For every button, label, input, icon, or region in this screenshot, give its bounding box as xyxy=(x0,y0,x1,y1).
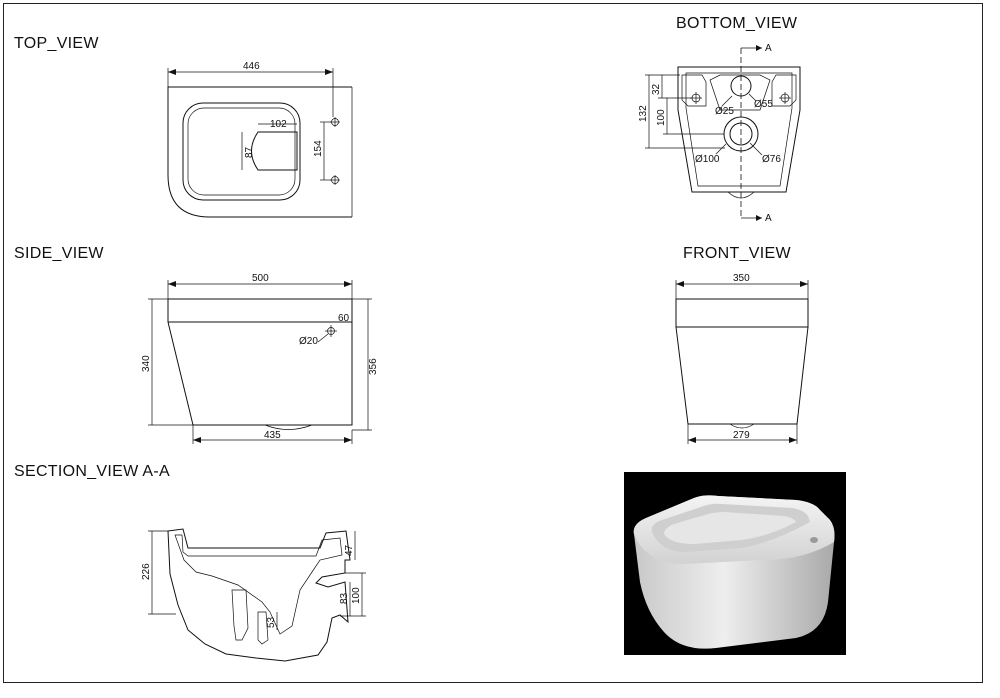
front-view-drawing: 350 279 xyxy=(675,273,809,444)
section-dim-53: 53 xyxy=(266,616,277,628)
top-dim-width-inner: 102 xyxy=(270,119,287,130)
side-dim-top-length: 500 xyxy=(252,273,269,284)
section-view-drawing: 226 47 83 100 53 xyxy=(141,528,366,662)
front-view-title: FRONT_VIEW xyxy=(683,245,791,262)
drawing-frame xyxy=(3,3,983,683)
bottom-dim-dia25: Ø25 xyxy=(715,106,734,117)
side-dim-60: 60 xyxy=(338,313,350,324)
front-dim-top-width: 350 xyxy=(733,273,750,284)
bottom-view-drawing: A A 132 32 100 Ø25 Ø55 Ø100 Ø76 xyxy=(638,43,801,224)
section-marker-top: A xyxy=(765,43,772,54)
bottom-dim-dia76: Ø76 xyxy=(762,154,781,165)
section-dim-83: 83 xyxy=(339,592,350,604)
top-dim-height-inner: 87 xyxy=(244,146,255,158)
top-view-drawing: 446 102 87 154 xyxy=(167,61,353,218)
section-dim-100: 100 xyxy=(351,587,362,604)
side-view-body xyxy=(167,321,353,426)
side-view-title: SIDE_VIEW xyxy=(14,245,104,262)
bottom-dim-132: 132 xyxy=(638,105,649,122)
section-view-title: SECTION_VIEW A-A xyxy=(14,463,170,480)
top-view-outline xyxy=(167,86,352,218)
section-dim-226: 226 xyxy=(141,563,152,580)
side-view-drawing: 500 340 356 60 Ø20 435 xyxy=(141,273,379,444)
top-dim-spacing: 154 xyxy=(313,140,324,157)
bottom-view-outline xyxy=(677,66,801,193)
top-view-opening xyxy=(251,131,298,171)
bottom-view-title: BOTTOM_VIEW xyxy=(676,15,798,32)
side-dim-left-height: 340 xyxy=(141,355,152,372)
product-photo xyxy=(624,472,846,655)
side-dim-bottom-length: 435 xyxy=(264,430,281,441)
bottom-dim-dia55: Ø55 xyxy=(754,99,773,110)
top-dim-length: 446 xyxy=(243,61,260,72)
front-view-top xyxy=(675,298,809,328)
side-dim-dia20: Ø20 xyxy=(299,336,318,347)
side-dim-right-height: 356 xyxy=(368,358,379,375)
front-dim-bottom-width: 279 xyxy=(733,430,750,441)
side-view-top-line xyxy=(168,298,353,322)
top-view-bowl-rim xyxy=(182,102,301,201)
front-view-body xyxy=(675,326,809,425)
bottom-dim-32: 32 xyxy=(651,83,662,95)
section-dim-47: 47 xyxy=(344,544,355,556)
section-view-outer xyxy=(167,528,351,662)
bottom-dim-dia100: Ø100 xyxy=(695,154,720,165)
top-view-title: TOP_VIEW xyxy=(14,35,99,52)
bidet-illustration xyxy=(633,495,835,649)
bottom-dim-100: 100 xyxy=(656,109,667,126)
section-marker-bottom: A xyxy=(765,213,772,224)
